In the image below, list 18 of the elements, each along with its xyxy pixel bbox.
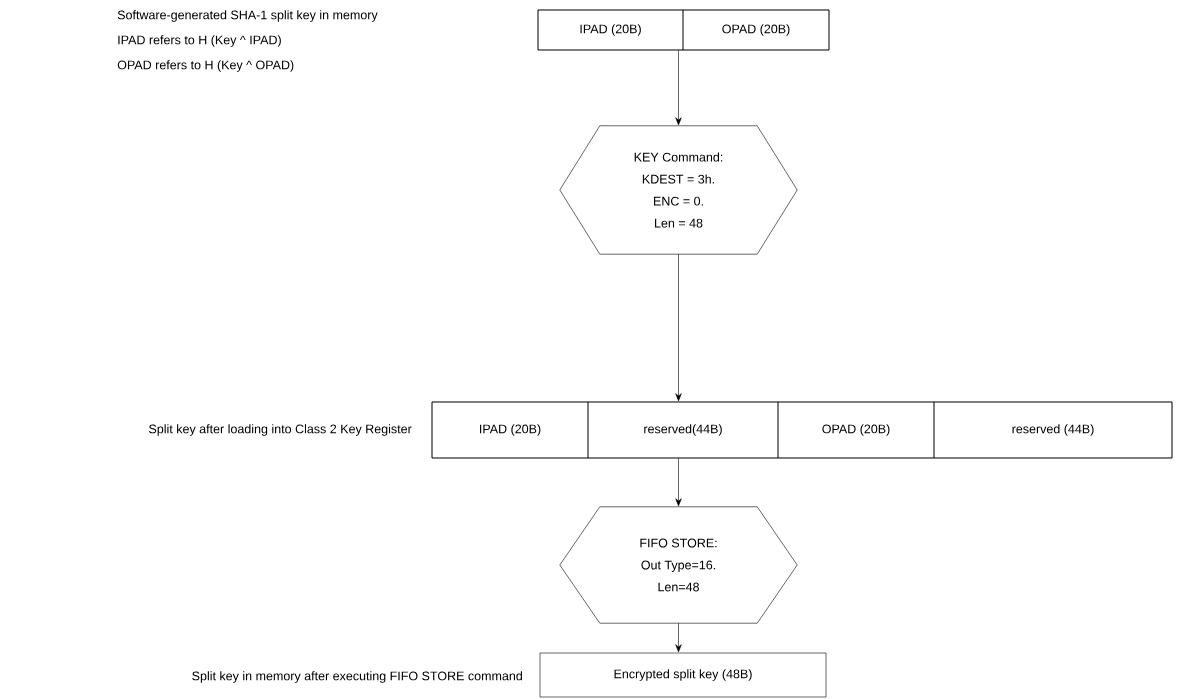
arrow	[675, 622, 682, 653]
arrow	[675, 253, 682, 402]
side-caption: IPAD refers to H (Key ^ IPAD)	[118, 35, 281, 47]
arrow	[675, 50, 682, 126]
register-cell: IPAD (20B)	[431, 401, 589, 459]
side-caption: Split key in memory after executing FIFO STORE command	[192, 671, 522, 683]
hexagon-step: FIFO STORE: Out Type=16. Len=48	[559, 506, 798, 624]
side-caption: OPAD refers to H (Key ^ OPAD)	[117, 60, 294, 72]
arrow	[675, 458, 682, 507]
register-cell: reserved(44B)	[587, 401, 779, 459]
side-caption: Software-generated SHA-1 split key in memory	[117, 10, 378, 22]
hexagon-step: KEY Command: KDEST = 3h. ENC = 0. Len = 48	[559, 125, 798, 255]
register-cell: IPAD (20B)	[537, 9, 684, 51]
register-cell: reserved (44B)	[933, 401, 1173, 459]
side-caption: Split key after loading into Class 2 Key Register	[149, 424, 412, 436]
register-cell: OPAD (20B)	[682, 9, 830, 51]
register-cell: OPAD (20B)	[777, 401, 935, 459]
process-box: Encrypted split key (48B)	[539, 652, 827, 698]
